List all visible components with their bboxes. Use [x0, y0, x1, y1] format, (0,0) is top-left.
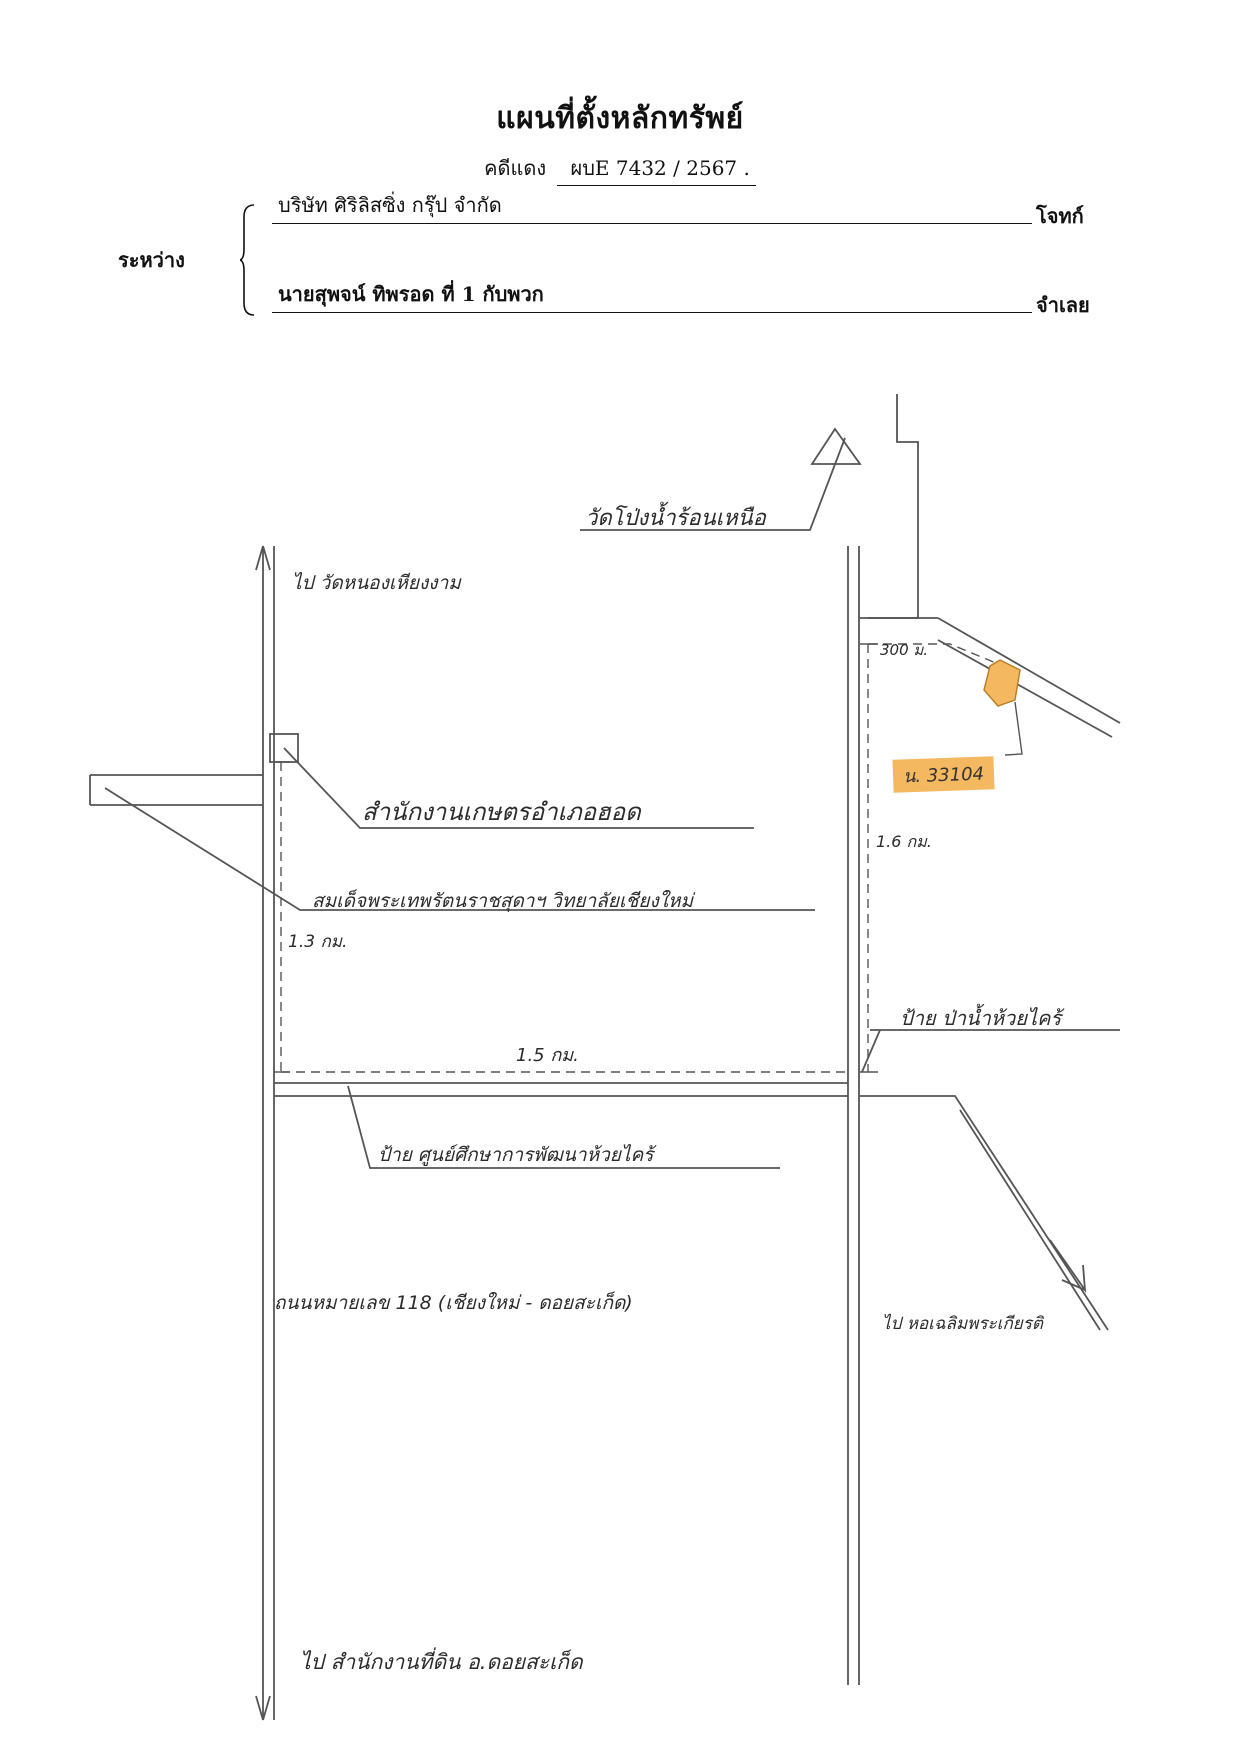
br-arrow — [1049, 1239, 1087, 1294]
label-dist-15: 1.5 กม. — [516, 1045, 579, 1066]
label-to-br: ไป หอเฉลิมพระเกียรติ — [882, 1314, 1043, 1334]
case-label: คดีแดง — [484, 156, 547, 180]
defendant-name: นายสุพจน์ ทิพรอด ที่ 1 กับพวก — [278, 282, 544, 306]
road-horizontal — [274, 1082, 848, 1097]
plaintiff-role: โจทก์ — [1036, 204, 1084, 228]
case-number: ผบE 7432 / 2567 . — [556, 152, 756, 186]
plot-leader — [1004, 701, 1023, 756]
label-to-left-road: ไป วัดหนองเหียงงาม — [292, 572, 461, 594]
sign-bottom-leader — [347, 1085, 780, 1169]
plaintiff-name: บริษัท ศิริลิสซิ่ง กรุ๊ป จำกัด — [278, 193, 502, 217]
dimension-top — [868, 643, 1009, 669]
road-top-right — [868, 394, 919, 619]
triangle-leader — [580, 437, 846, 531]
defendant-line: นายสุพจน์ ทิพรอด ที่ 1 กับพวก — [272, 282, 1032, 313]
to-left-arrow — [255, 545, 271, 571]
plot-marker — [983, 659, 1021, 707]
plaintiff-line: บริษัท ศิริลิสซิ่ง กรุ๊ป จำกัด — [272, 193, 1032, 224]
label-hospital: สมเด็จพระเทพรัตนราชสุดาฯ วิทยาลัยเชียงให… — [312, 890, 694, 912]
label-dist-300: 300 ม. — [880, 641, 929, 659]
brace-icon — [240, 204, 255, 316]
triangle-marker — [810, 427, 862, 465]
location-map: วัดโป่งน้ำร้อนเหนือ ไป วัดหนองเหียงงาม ส… — [0, 330, 1240, 1754]
label-dist-16: 1.6 กม. — [876, 832, 932, 851]
label-office: สำนักงานเกษตรอำเภอฮอด — [362, 798, 641, 826]
to-bottom-arrow — [255, 1695, 271, 1721]
label-to-top: วัดโป่งน้ำร้อนเหนือ — [585, 506, 766, 531]
document-header: แผนที่ตั้งหลักทรัพย์ คดีแดง ผบE 7432 / 2… — [0, 0, 1240, 330]
road-diagonal-ne — [937, 617, 1121, 738]
label-sign-bottom: ป้าย ศูนย์ศึกษาการพัฒนาห้วยไคร้ — [378, 1144, 654, 1166]
sign-right-leader — [861, 1029, 1120, 1073]
hospital-leader — [104, 787, 815, 911]
between-label: ระหว่าง — [118, 248, 185, 272]
label-to-bottom: ไป สำนักงานที่ดิน อ.ดอยสะเก็ด — [300, 1650, 583, 1674]
case-line: คดีแดง ผบE 7432 / 2567 . — [0, 152, 1240, 186]
plot-number: น. 33104 — [892, 756, 995, 793]
page-title: แผนที่ตั้งหลักทรัพย์ — [496, 101, 744, 136]
road-diagonal-se — [859, 1095, 1109, 1331]
defendant-role: จำเลย — [1036, 293, 1090, 317]
office-leader — [283, 747, 754, 829]
road-left-branch — [89, 774, 263, 806]
label-sign-right: ป้าย ป่าน้ำห้วยไคร้ — [900, 1006, 1062, 1030]
label-dist-13: 1.3 กม. — [288, 932, 348, 952]
label-highway: ถนนหมายเลข 118 (เชียงใหม่ - ดอยสะเก็ด) — [274, 1292, 633, 1314]
map-drawing — [89, 394, 1121, 1721]
